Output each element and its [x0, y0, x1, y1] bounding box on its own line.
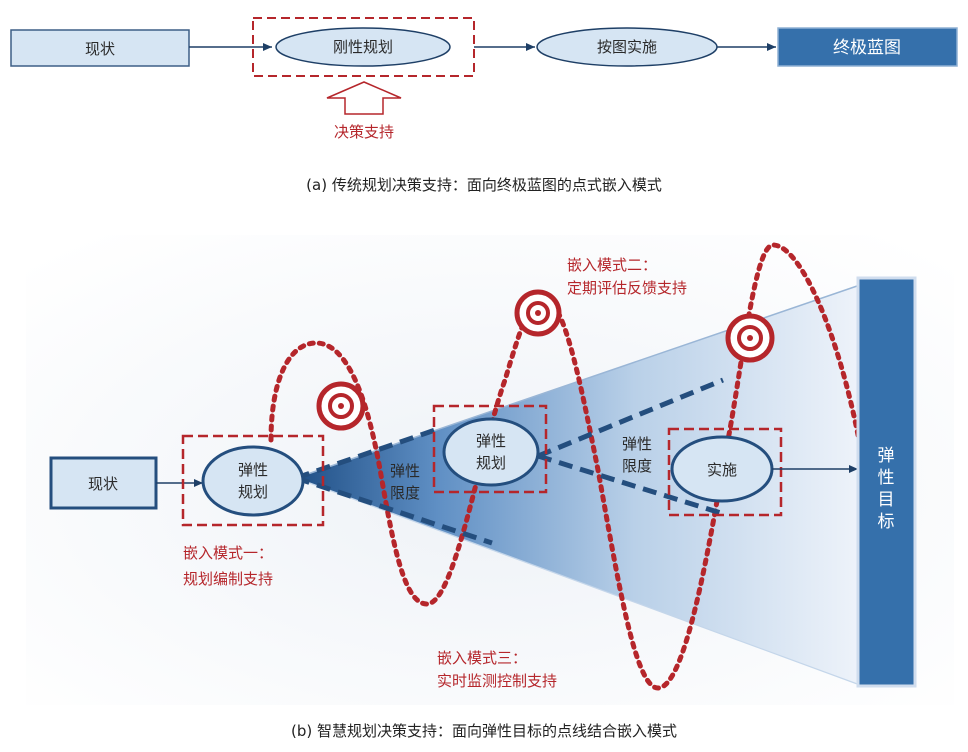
current-state-box-b — [49, 456, 158, 510]
mode1-title: 嵌入模式一： — [183, 544, 273, 562]
elastic-limit-1-line2: 限度 — [390, 484, 420, 502]
limit-line-upper-2 — [537, 377, 724, 459]
mode3-desc: 实时监测控制支持 — [437, 672, 557, 690]
target-icon — [514, 289, 562, 337]
part-a: 现状 刚性规划 按图实施 终极蓝图 决策支持 (a) 传统规划决策支持：面向终极… — [10, 17, 958, 194]
final-blueprint-label: 终极蓝图 — [833, 38, 901, 58]
elastic-cone — [296, 285, 860, 685]
limit-line-upper-1 — [295, 426, 439, 481]
implementation-label: 实施 — [707, 461, 737, 479]
mode1-desc: 规划编制支持 — [183, 570, 273, 588]
rigid-planning-label: 刚性规划 — [333, 38, 393, 56]
implement-by-plan-label: 按图实施 — [597, 38, 657, 56]
embed-box-3 — [667, 427, 783, 517]
current-state-label-a: 现状 — [85, 40, 115, 58]
mode2-title: 嵌入模式二： — [567, 256, 657, 274]
elastic-limit-2-line2: 限度 — [622, 457, 652, 475]
elastic-target-bar — [856, 276, 917, 688]
caption-b: (b) 智慧规划决策支持：面向弹性目标的点线结合嵌入模式 — [291, 722, 677, 740]
mode2-desc: 定期评估反馈支持 — [567, 279, 687, 297]
elastic-planning-1-line1: 弹性 — [238, 461, 268, 479]
elastic-planning-2-line1: 弹性 — [476, 432, 506, 450]
current-state-label-b: 现状 — [88, 475, 118, 493]
elastic-target-char-4: 标 — [878, 512, 895, 532]
target-icon — [316, 381, 366, 431]
elastic-target-char-3: 目 — [878, 490, 895, 510]
decision-support-up-arrow — [326, 81, 402, 115]
caption-a: (a) 传统规划决策支持：面向终极蓝图的点式嵌入模式 — [306, 176, 662, 194]
elastic-planning-node-2 — [442, 417, 540, 487]
elastic-planning-node-1 — [201, 445, 305, 517]
elastic-target-char-2: 性 — [878, 468, 895, 488]
current-state-box-a — [10, 29, 190, 67]
target-icon — [725, 313, 775, 363]
rigid-planning-node — [275, 27, 451, 67]
final-blueprint-box — [777, 27, 958, 67]
mode3-title: 嵌入模式三： — [437, 649, 527, 667]
embed-box-2 — [432, 404, 548, 494]
elastic-limit-1-line1: 弹性 — [390, 462, 420, 480]
elastic-target-char-1: 弹 — [878, 446, 895, 466]
elastic-planning-2-line2: 规划 — [476, 454, 506, 472]
embed-box-1 — [181, 434, 325, 527]
elastic-planning-1-line2: 规划 — [238, 483, 268, 501]
limit-line-lower-1 — [295, 475, 493, 546]
part-b: 现状 弹性 规划 弹性 限度 弹性 规划 弹性 限度 实施 弹 性 目 标 嵌入… — [26, 235, 954, 740]
elastic-limit-2-line1: 弹性 — [622, 435, 652, 453]
decision-support-label: 决策支持 — [334, 123, 394, 141]
limit-line-lower-2 — [537, 453, 725, 517]
